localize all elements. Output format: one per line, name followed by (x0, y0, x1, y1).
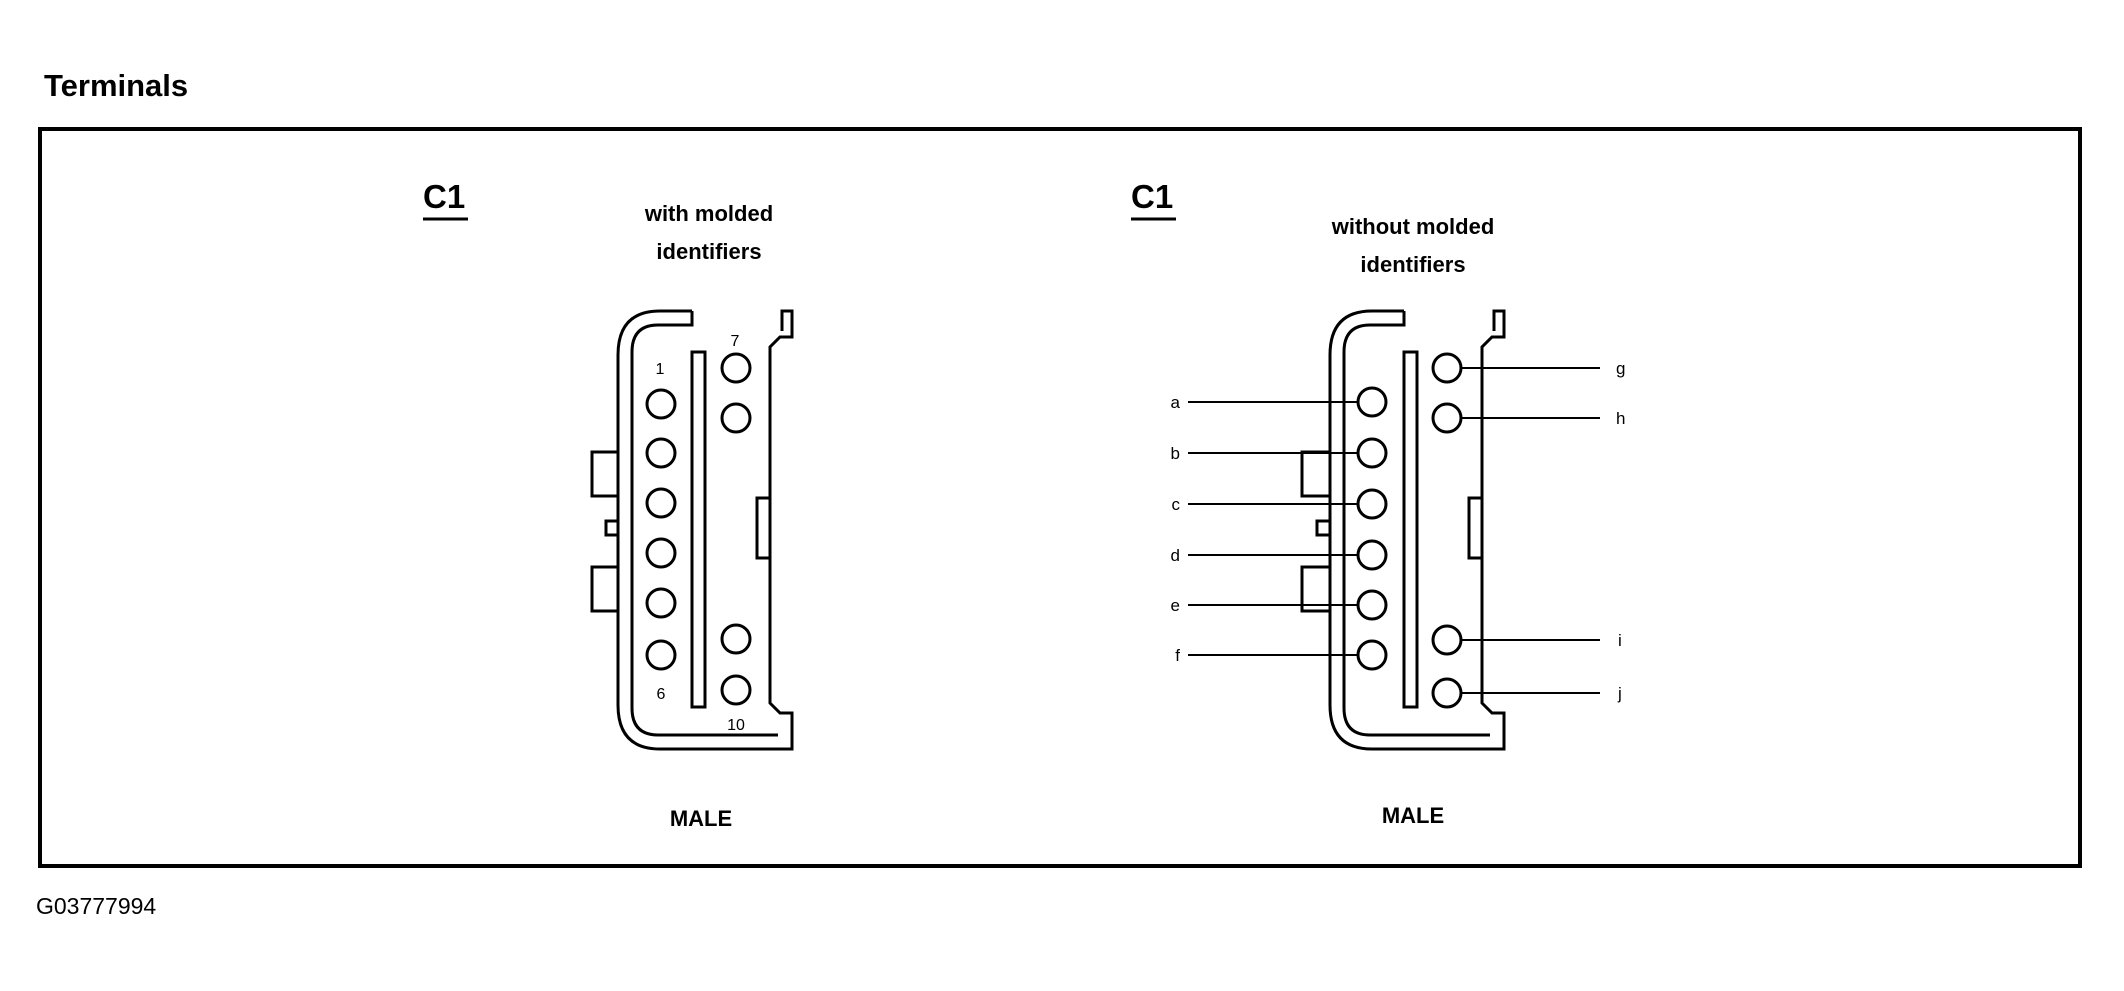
left-pin-6 (645, 639, 677, 671)
left-pin-3 (645, 487, 677, 519)
right-pin-c (1356, 488, 1388, 520)
right-connector-housing (1328, 309, 1506, 751)
right-pin-label-j: j (1617, 684, 1622, 703)
right-side-tab-lower (1300, 565, 1332, 613)
right-pin-label-c: c (1172, 495, 1181, 514)
right-pin-label-h: h (1616, 409, 1625, 428)
left-gender-label: MALE (670, 806, 732, 831)
right-pin-h (1431, 402, 1463, 434)
left-pin-2 (645, 437, 677, 469)
left-pin-label-6: 6 (657, 686, 666, 703)
right-connector: C1 without molded identifiers a b (1131, 178, 1625, 828)
right-center-slot (1402, 350, 1419, 709)
right-side-tab-upper (1300, 450, 1332, 498)
right-pin-label-i: i (1618, 631, 1622, 650)
left-pin-7 (720, 352, 752, 384)
right-pin-label-a: a (1171, 393, 1181, 412)
right-pin-e (1356, 589, 1388, 621)
right-pin-d (1356, 539, 1388, 571)
left-pin-8 (720, 402, 752, 434)
page-title: Terminals (44, 68, 189, 103)
left-pin-1 (645, 388, 677, 420)
right-pin-i (1431, 624, 1463, 656)
left-connector-housing-inner (630, 311, 778, 737)
right-pin-label-d: d (1171, 546, 1180, 565)
right-pin-b (1356, 437, 1388, 469)
left-center-slot (690, 350, 707, 709)
left-pin-5 (645, 587, 677, 619)
right-pin-label-e: e (1171, 596, 1180, 615)
left-subtitle-line1: with molded (644, 201, 773, 226)
diagram-frame (38, 127, 2082, 868)
left-pin-9 (720, 623, 752, 655)
left-pin-10 (720, 674, 752, 706)
right-subtitle-line1: without molded (1331, 214, 1495, 239)
right-subtitle-line2: identifiers (1360, 252, 1465, 277)
right-pin-f (1356, 639, 1388, 671)
left-pin-label-7: 7 (731, 333, 740, 350)
left-side-tab-lower (590, 565, 620, 613)
right-pin-label-f: f (1175, 646, 1180, 665)
right-pin-a (1356, 386, 1388, 418)
right-connector-housing-inner (1342, 311, 1490, 737)
figure-id: G03777994 (36, 893, 157, 919)
right-right-latch (1467, 496, 1484, 560)
left-pin-label-1: 1 (656, 361, 665, 378)
left-subtitle-line2: identifiers (656, 239, 761, 264)
left-right-latch (755, 496, 772, 560)
right-pin-j (1431, 677, 1463, 709)
right-gender-label: MALE (1382, 803, 1444, 828)
left-connector: C1 with molded identifiers 1 6 7 10 MALE (423, 178, 794, 831)
right-pin-label-g: g (1616, 359, 1625, 378)
left-pin-4 (645, 537, 677, 569)
left-connector-housing (616, 309, 794, 751)
left-side-tab-small (604, 519, 620, 537)
left-side-tab-upper (590, 450, 620, 498)
right-pin-label-b: b (1171, 444, 1180, 463)
right-pin-g (1431, 352, 1463, 384)
right-side-tab-small (1315, 519, 1332, 537)
right-connector-name: C1 (1131, 178, 1173, 215)
left-pin-label-10: 10 (727, 717, 745, 734)
left-connector-name: C1 (423, 178, 465, 215)
